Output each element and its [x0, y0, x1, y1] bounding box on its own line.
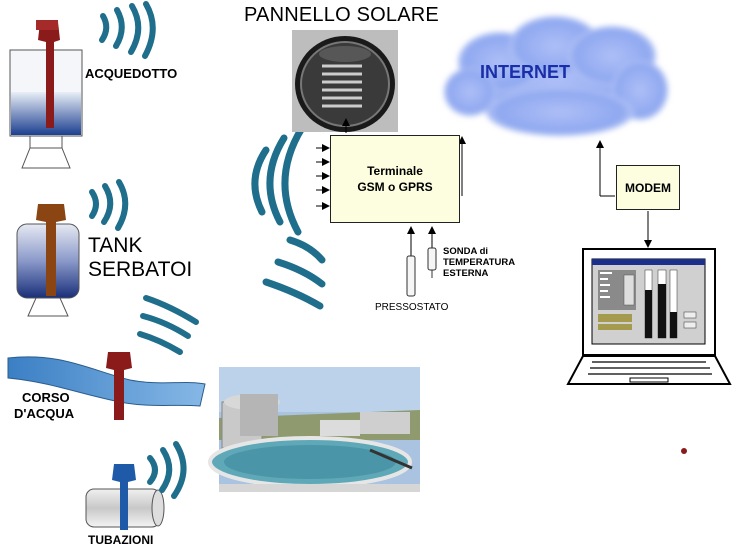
wave-icon: [89, 179, 129, 231]
sonda-label-line2: TEMPERATURA: [443, 257, 516, 268]
laptop-icon: [566, 248, 732, 385]
sonda-sensor-icon: [427, 247, 437, 271]
internet-cloud-icon: [444, 16, 668, 136]
tank-stand: [27, 297, 69, 317]
wave-icon: [147, 441, 187, 499]
corso-label-line2: D'ACQUA: [14, 406, 75, 421]
river-shape: [7, 356, 206, 407]
tank-label-line1: TANK: [88, 234, 143, 257]
wave-icon: [137, 295, 199, 355]
sonda-label-line1: SONDA di: [443, 246, 489, 257]
wave-icon: [99, 1, 156, 59]
marker-dot: [681, 448, 687, 454]
corso-label-line1: CORSO: [22, 390, 70, 405]
modem-box: MODEM: [616, 165, 680, 210]
corso-sensor-group: [7, 352, 206, 420]
pressostato-sensor-icon: [406, 255, 416, 297]
sonda-label: SONDA di TEMPERATURA ESTERNA: [443, 246, 515, 279]
acquedotto-stand: [21, 147, 71, 169]
laptop-keyboard: [566, 355, 732, 385]
tank-sensor-probe: [36, 204, 66, 296]
solar-panel-title: PANNELLO SOLARE: [244, 4, 439, 26]
tank-sensor-group: [16, 204, 80, 317]
solar-panel-photo: [292, 30, 398, 132]
acquedotto-sensor-probe: [38, 22, 60, 128]
tubazioni-sensor-probe: [112, 464, 136, 530]
wave-icon: [251, 124, 306, 236]
wave-icon: [262, 236, 326, 310]
acquedotto-label: ACQUEDOTTO: [85, 66, 178, 81]
solar-cell-grid: [322, 64, 362, 108]
internet-label: INTERNET: [480, 62, 570, 82]
terminal-label-line2: GSM o GPRS: [357, 180, 433, 194]
sonda-label-line3: ESTERNA: [443, 268, 489, 279]
terminal-input-arrows: [316, 144, 330, 210]
modem-label: MODEM: [625, 180, 671, 195]
tank-label-line2: SERBATOI: [88, 258, 193, 281]
laptop-screen-content: [598, 269, 697, 339]
tubazioni-sensor-group: [85, 464, 165, 530]
terminal-label-line1: Terminale: [367, 164, 423, 178]
terminal-box: Terminale GSM o GPRS: [330, 135, 460, 223]
corso-sensor-probe: [106, 352, 132, 420]
pressostato-label: PRESSOSTATO: [375, 302, 449, 313]
tubazioni-label: TUBAZIONI: [88, 533, 154, 547]
acquedotto-sensor-group: [9, 20, 83, 169]
water-plant-photo: [208, 367, 420, 492]
